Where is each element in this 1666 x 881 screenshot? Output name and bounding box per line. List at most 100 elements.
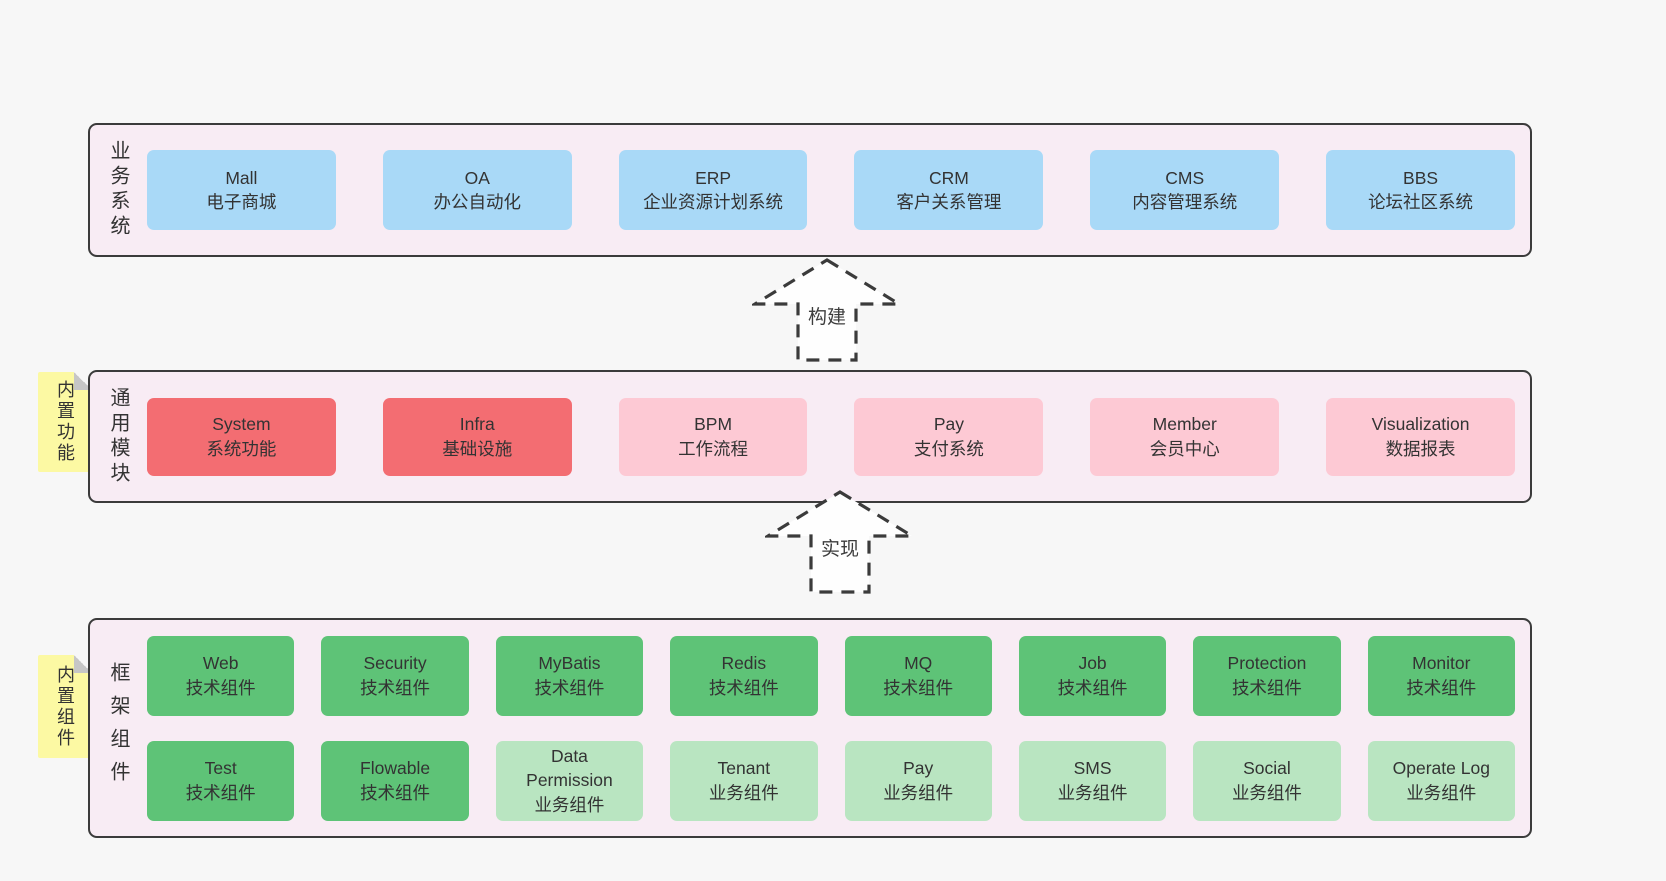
box-name: CRM <box>928 167 969 188</box>
box-name: ERP <box>695 167 732 188</box>
sticky-label: 内置功能 <box>55 380 75 464</box>
box-name: Flowable <box>360 758 431 779</box>
box-name: Infra <box>459 414 495 435</box>
box-name: MyBatis <box>538 653 601 674</box>
box-name: Visualization <box>1371 414 1470 435</box>
box-protection: Protection 技术组件 <box>1193 635 1341 716</box>
band-label-col: 通用模块 <box>90 372 147 501</box>
box-sub: 业务组件 <box>883 782 954 803</box>
box-name: Tenant <box>717 758 771 779</box>
box-tenant: Tenant 业务组件 <box>670 740 818 821</box>
box-sms: SMS 业务组件 <box>1018 740 1167 821</box>
band-label-business-systems: 业务系统 <box>107 140 129 240</box>
box-sub: 技术组件 <box>185 782 256 803</box>
band-business-systems: 业务系统 Mall 电子商城 OA 办公自动化 ERP 企业资源计划系统 CRM… <box>88 123 1532 257</box>
box-sub: 业务组件 <box>534 794 605 815</box>
arrow-build-label: 构建 <box>804 302 850 329</box>
band-label-common-modules: 通用模块 <box>107 386 129 487</box>
box-erp: ERP 企业资源计划系统 <box>618 150 808 230</box>
box-social: Social 业务组件 <box>1193 740 1341 821</box>
box-sub: 业务组件 <box>1057 782 1128 803</box>
box-name: OA <box>464 167 490 188</box>
box-sub: 论坛社区系统 <box>1368 192 1474 212</box>
box-bpm: BPM 工作流程 <box>618 397 808 476</box>
box-name: Data Permission <box>526 746 613 791</box>
box-name: Member <box>1152 414 1217 435</box>
box-sub: 业务组件 <box>708 782 779 803</box>
box-sub: 技术组件 <box>1057 677 1128 698</box>
business-systems-grid: Mall 电子商城 OA 办公自动化 ERP 企业资源计划系统 CRM 客户关系… <box>147 125 1515 255</box>
box-sub: 客户关系管理 <box>896 192 1002 212</box>
box-security: Security 技术组件 <box>321 635 469 716</box>
box-name: MQ <box>904 653 933 674</box>
band-common-modules: 通用模块 System 系统功能 Infra 基础设施 BPM 工作流程 Pay… <box>88 370 1532 503</box>
box-sub: 技术组件 <box>1406 677 1477 698</box>
box-name: Redis <box>721 653 767 674</box>
box-name: CMS <box>1165 167 1205 188</box>
box-infra: Infra 基础设施 <box>382 397 572 476</box>
box-name: System <box>212 414 271 435</box>
box-sub: 支付系统 <box>913 438 984 459</box>
arrow-build: 构建 <box>749 256 905 364</box>
box-name: Social <box>1243 758 1291 779</box>
box-sub: 技术组件 <box>185 677 256 698</box>
band-label-col: 框架组件 <box>90 620 147 836</box>
box-sub: 电子商城 <box>206 192 277 212</box>
box-mq: MQ 技术组件 <box>844 635 992 716</box>
box-job: Job 技术组件 <box>1018 635 1167 716</box>
box-pay-module: Pay 支付系统 <box>854 397 1044 476</box>
box-sub: 办公自动化 <box>433 192 521 212</box>
framework-components-grid: Web 技术组件 Security 技术组件 MyBatis 技术组件 Redi… <box>147 620 1515 836</box>
box-sub: 技术组件 <box>360 677 431 698</box>
box-sub: 企业资源计划系统 <box>643 192 784 212</box>
box-name: BBS <box>1403 167 1439 188</box>
box-oa: OA 办公自动化 <box>382 150 572 230</box>
band-label-framework-components: 框架组件 <box>107 662 129 794</box>
box-sub: 业务组件 <box>1231 782 1302 803</box>
box-sub: 数据报表 <box>1385 438 1456 459</box>
box-redis: Redis 技术组件 <box>670 635 818 716</box>
box-test: Test 技术组件 <box>147 740 295 821</box>
box-name: Job <box>1078 653 1107 674</box>
box-sub: 技术组件 <box>534 677 605 698</box>
box-pay-component: Pay 业务组件 <box>844 740 992 821</box>
arrow-implement: 实现 <box>762 488 918 596</box>
box-sub: 技术组件 <box>1231 677 1302 698</box>
arrow-implement-label: 实现 <box>817 534 863 561</box>
box-visualization: Visualization 数据报表 <box>1326 397 1515 476</box>
box-name: BPM <box>694 414 733 435</box>
sticky-built-in-features: 内置功能 <box>38 372 92 472</box>
folded-corner-icon <box>74 372 92 390</box>
box-monitor: Monitor 技术组件 <box>1367 635 1515 716</box>
box-name: Test <box>204 758 237 779</box>
box-crm: CRM 客户关系管理 <box>854 150 1044 230</box>
box-name: Pay <box>903 758 934 779</box>
box-member: Member 会员中心 <box>1090 397 1280 476</box>
band-framework-components: 框架组件 Web 技术组件 Security 技术组件 MyBatis 技术组件… <box>88 618 1532 838</box>
box-name: Monitor <box>1412 653 1471 674</box>
box-sub: 业务组件 <box>1406 782 1477 803</box>
box-sub: 会员中心 <box>1149 438 1220 459</box>
common-modules-grid: System 系统功能 Infra 基础设施 BPM 工作流程 Pay 支付系统… <box>147 372 1515 501</box>
band-label-col: 业务系统 <box>90 125 147 255</box>
box-name: Pay <box>933 414 964 435</box>
box-sub: 工作流程 <box>678 438 749 459</box>
folded-corner-icon <box>74 655 92 673</box>
sticky-built-in-components: 内置组件 <box>38 655 92 758</box>
box-name: Operate Log <box>1392 758 1490 779</box>
box-sub: 基础设施 <box>442 438 513 459</box>
sticky-label: 内置组件 <box>55 664 75 749</box>
box-sub: 系统功能 <box>206 438 277 459</box>
box-sub: 技术组件 <box>708 677 779 698</box>
box-name: SMS <box>1073 758 1112 779</box>
box-operate-log: Operate Log 业务组件 <box>1367 740 1515 821</box>
box-name: Mall <box>225 167 258 188</box>
box-sub: 内容管理系统 <box>1132 192 1238 212</box>
box-name: Security <box>363 653 427 674</box>
box-mall: Mall 电子商城 <box>147 150 336 230</box>
box-bbs: BBS 论坛社区系统 <box>1326 150 1515 230</box>
box-sub: 技术组件 <box>883 677 954 698</box>
box-name: Web <box>202 653 239 674</box>
box-flowable: Flowable 技术组件 <box>321 740 469 821</box>
